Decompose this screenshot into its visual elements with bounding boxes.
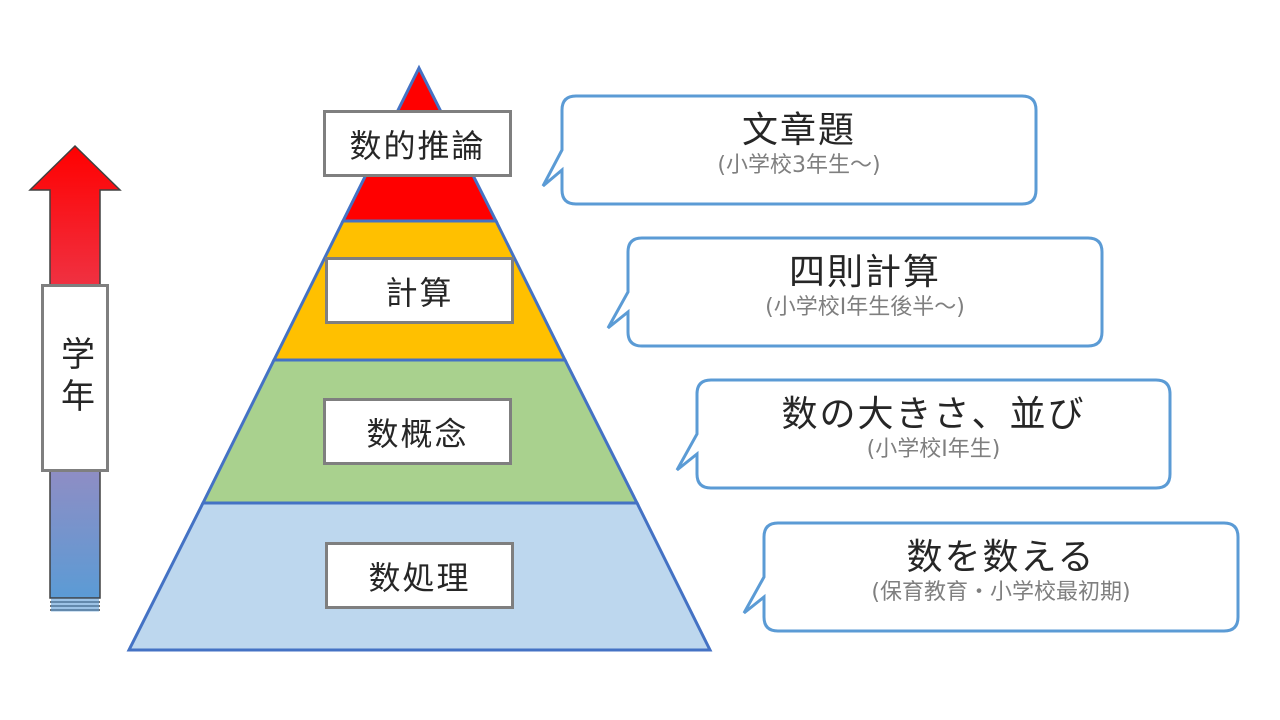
- grade-axis-label: 学年: [41, 284, 109, 472]
- callout-title: 四則計算: [788, 252, 941, 293]
- callout-subtitle: (小学校3年生〜): [717, 153, 881, 178]
- level-label-number-concept: 数概念: [323, 398, 512, 465]
- callout-text-4: 数を数える (保育教育・小学校最初期): [764, 537, 1238, 607]
- callout-subtitle: (小学校Ⅰ年生後半〜): [765, 295, 965, 320]
- callout-subtitle: (小学校Ⅰ年生): [866, 437, 1001, 462]
- callout-subtitle: (保育教育・小学校最初期): [871, 580, 1131, 605]
- callout-bubble-3: [675, 378, 1172, 490]
- callout-bubble-4: [742, 521, 1240, 633]
- callout-title: 数を数える: [906, 537, 1096, 578]
- callout-title: 数の大きさ、並び: [781, 394, 1086, 435]
- callout-text-2: 四則計算 (小学校Ⅰ年生後半〜): [628, 252, 1102, 322]
- callout-text-3: 数の大きさ、並び (小学校Ⅰ年生): [697, 394, 1170, 464]
- callout-bubble-2: [606, 236, 1104, 348]
- callout-text-1: 文章題 (小学校3年生〜): [562, 110, 1036, 180]
- level-label-number-processing: 数処理: [325, 542, 514, 609]
- level-label-calculation: 計算: [325, 257, 514, 324]
- callout-title: 文章題: [741, 110, 856, 151]
- callout-bubble-1: [541, 94, 1038, 206]
- level-label-reasoning: 数的推論: [323, 110, 512, 177]
